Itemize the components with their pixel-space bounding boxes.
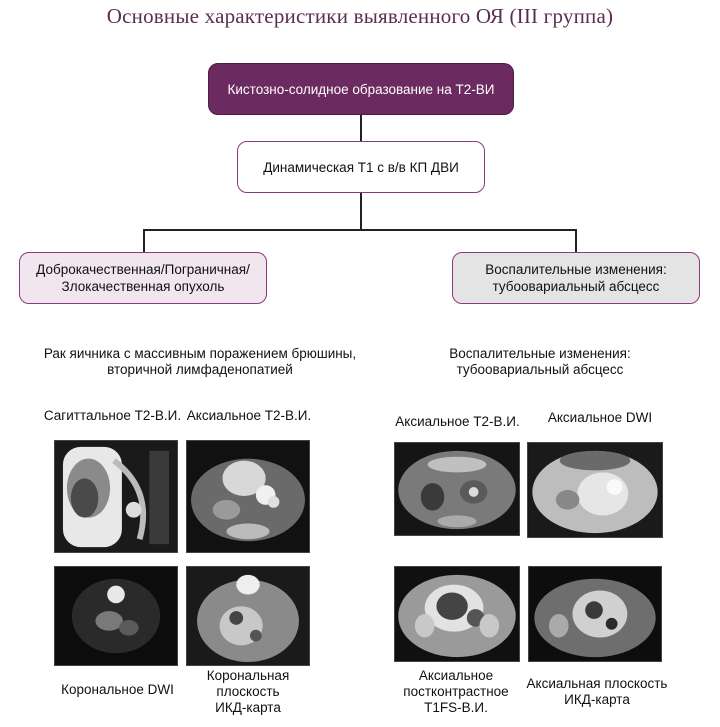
mri-axial-dwi-image: [527, 442, 663, 538]
label-sagittal-t2: Сагиттальное Т2-В.И.: [43, 408, 182, 423]
mri-coronal-adc-image: [186, 566, 310, 666]
connector-top-to-middle: [360, 115, 362, 141]
flow-box-tumor: Доброкачественная/Пограничная/ Злокачест…: [19, 252, 267, 304]
label-axial-adc: Аксиальная плоскость ИКД-карта: [526, 676, 668, 707]
flow-box-top-text: Кистозно-солидное образование на Т2-ВИ: [227, 81, 495, 97]
label-coronal-dwi: Корональное DWI: [61, 682, 174, 697]
mri-axial-t2-image-left: [186, 440, 310, 553]
connector-middle-down: [360, 193, 362, 230]
label-axial-t2-right: Аксиальное Т2-В.И.: [395, 414, 520, 429]
label-axial-dwi: Аксиальное DWI: [547, 410, 653, 425]
right-panel-heading: Воспалительные изменения: тубоовариальны…: [449, 346, 631, 377]
connector-to-right: [575, 229, 577, 252]
page-title: Основные характеристики выявленного ОЯ (…: [106, 4, 614, 28]
mri-sagittal-t2-image: [54, 440, 178, 553]
flow-box-left-line1: Доброкачественная/Пограничная/: [36, 262, 250, 277]
label-coronal-adc: Корональная плоскость ИКД-карта: [206, 668, 290, 715]
left-panel-heading: Рак яичника с массивным поражением брюши…: [43, 346, 357, 377]
mri-coronal-dwi-image: [54, 566, 178, 666]
connector-horizontal: [143, 229, 577, 231]
flow-box-middle-text: Динамическая Т1 с в/в КП ДВИ: [263, 159, 459, 175]
label-axial-t1fs-postcontrast: Аксиальное постконтрастное Т1FS-В.И.: [403, 668, 509, 715]
flow-box-inflammation: Воспалительные изменения: тубоовариальны…: [452, 252, 700, 304]
flow-box-cystic-solid-lesion: Кистозно-солидное образование на Т2-ВИ: [208, 63, 514, 115]
flow-box-left-line2: Злокачественная опухоль: [61, 279, 225, 294]
mri-axial-adc-image: [528, 566, 662, 662]
flow-box-dynamic-t1-dwi: Динамическая Т1 с в/в КП ДВИ: [237, 141, 485, 193]
flow-box-right-line2: тубоовариальный абсцесс: [492, 279, 660, 294]
connector-to-left: [143, 229, 145, 252]
mri-axial-t2-image-right: [394, 442, 520, 536]
mri-axial-t1fs-postcontrast-image: [394, 566, 520, 662]
label-axial-t2-left: Аксиальное Т2-В.И.: [186, 408, 312, 423]
flow-box-right-line1: Воспалительные изменения:: [485, 262, 667, 277]
